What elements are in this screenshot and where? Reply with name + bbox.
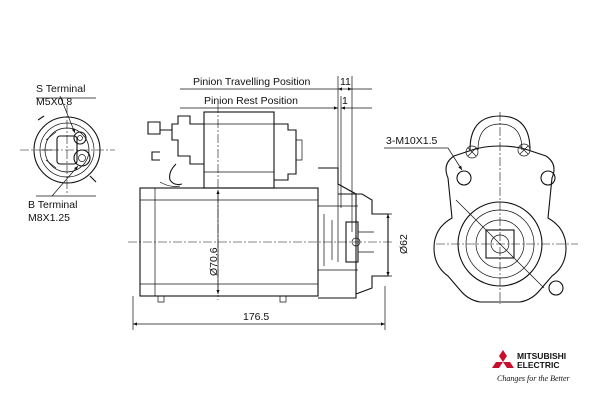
s-terminal-thread: M5X0.8 bbox=[36, 96, 72, 108]
pinion-diameter-label: Ø62 bbox=[398, 234, 410, 254]
side-view bbox=[128, 104, 392, 303]
body-diameter-label: Ø70.6 bbox=[208, 247, 220, 276]
pinion-diameter-dimension bbox=[372, 213, 392, 277]
logo-line1: MITSUBISHI bbox=[517, 351, 566, 361]
dim-travel-value: 11 bbox=[340, 76, 351, 88]
pinion-travelling-label: Pinion Travelling Position bbox=[193, 76, 310, 88]
terminal-end-view bbox=[20, 95, 115, 197]
s-terminal-label: S Terminal bbox=[36, 83, 85, 95]
mitsubishi-logo bbox=[492, 350, 514, 368]
pinion-position-dimension bbox=[180, 76, 372, 262]
overall-length-label: 176.5 bbox=[243, 311, 269, 323]
s-terminal-stud bbox=[73, 131, 87, 145]
logo-line2: ELECTRIC bbox=[517, 360, 560, 370]
logo-tagline: Changes for the Better bbox=[497, 374, 571, 383]
drive-end-view bbox=[384, 112, 578, 304]
three-diamond-icon bbox=[492, 350, 514, 368]
dim-rest-value: 1 bbox=[342, 95, 348, 107]
solenoid bbox=[203, 111, 275, 189]
mount-screws-label: 3-M10X1.5 bbox=[386, 135, 438, 147]
b-terminal-label: B Terminal bbox=[28, 199, 77, 211]
overall-length-dimension bbox=[132, 286, 386, 330]
pinion-rest-label: Pinion Rest Position bbox=[204, 95, 298, 107]
b-terminal-thread: M8X1.25 bbox=[28, 212, 70, 224]
